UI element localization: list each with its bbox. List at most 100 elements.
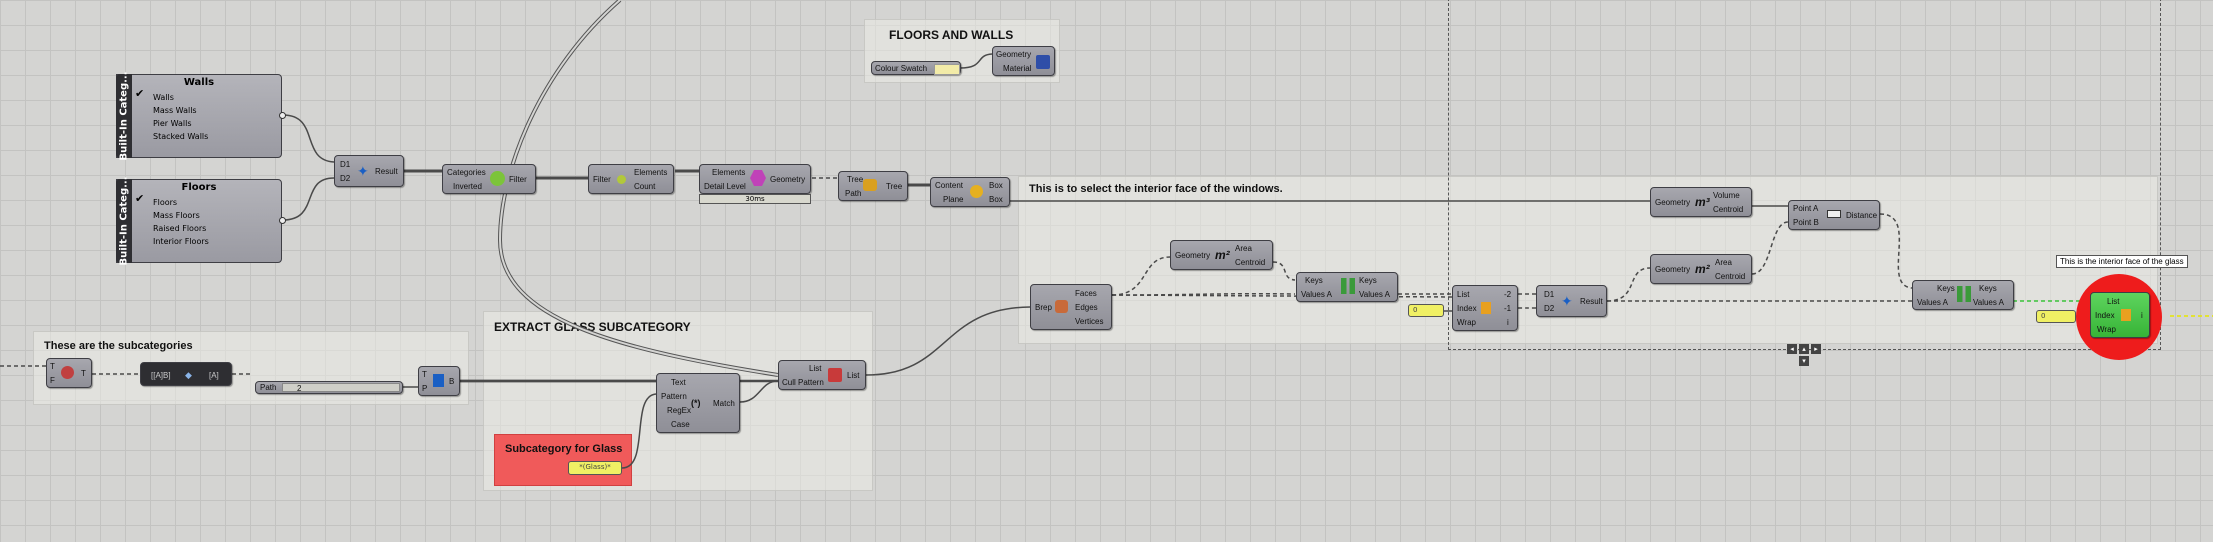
input-label: D1 (340, 160, 351, 169)
area-component[interactable]: Geometry m² Area Centroid (1650, 254, 1752, 284)
nav-right-button[interactable]: ▸ (1811, 344, 1821, 354)
input-label: Detail Level (704, 182, 746, 191)
list-item[interactable]: Walls (153, 93, 174, 102)
output-label: Centroid (1235, 258, 1266, 267)
tree-component[interactable]: Tree Path Tree (838, 171, 908, 201)
category-filter-component[interactable]: Categories Inverted Filter (442, 164, 536, 194)
area-icon: m² (1695, 262, 1710, 276)
output-label: Result (375, 167, 398, 176)
text-panel[interactable]: *(Glass)* (568, 461, 622, 475)
list-item[interactable]: Interior Floors (153, 237, 209, 246)
area-component[interactable]: Geometry m² Area Centroid (1170, 240, 1273, 270)
element-collector-component[interactable]: Filter Elements Count (588, 164, 674, 194)
tooltip: This is the interior face of the glass (2056, 255, 2188, 268)
value-label: [A] (209, 371, 219, 380)
output-label: Volume (1713, 191, 1740, 200)
input-label: Wrap (2097, 325, 2116, 334)
input-label: Pattern (661, 392, 687, 401)
deconstruct-brep-component[interactable]: Brep Faces Edges Vertices (1030, 284, 1112, 330)
input-label: Path (845, 189, 862, 198)
value-list-component[interactable]: [[A]B] ◆ [A] (140, 362, 232, 386)
merge-component[interactable]: D1 D2 ✦ Result (334, 155, 404, 187)
check-icon: ✔ (135, 87, 145, 100)
output-label: Geometry (770, 175, 806, 184)
input-label: Case (671, 420, 690, 429)
number-panel[interactable]: 0 (1408, 304, 1444, 317)
input-label: Index (1457, 304, 1477, 313)
input-label: Point A (1793, 204, 1819, 213)
number-panel[interactable]: 0 (2036, 310, 2076, 323)
list-item[interactable]: Mass Walls (153, 106, 197, 115)
walls-value-list[interactable]: Walls ✔ Walls Mass Walls Pier Walls Stac… (116, 74, 282, 158)
nav-widget[interactable]: ◂ ▴ ▸ ▾ (1787, 344, 1823, 366)
input-label: Values A (1301, 290, 1332, 299)
distance-component[interactable]: Point A Point B Distance (1788, 200, 1880, 230)
category-tab-label: Built-In Categ... (118, 176, 130, 266)
group-subcategory-glass[interactable]: Subcategory for Glass (494, 434, 632, 486)
group-title: This is to select the interior face of t… (1029, 183, 1283, 195)
path-value-field[interactable]: 2 (282, 383, 400, 393)
wire (1272, 261, 1296, 281)
path-parameter[interactable]: Path 2 (255, 381, 403, 394)
preview-icon (1036, 55, 1050, 69)
sort-list-component[interactable]: Keys Values A Keys Values A (1912, 280, 2014, 310)
subcategory-component[interactable]: T F T (46, 358, 92, 388)
input-label: D1 (1544, 290, 1555, 299)
nav-up-button[interactable]: ▴ (1799, 344, 1809, 354)
group-title: EXTRACT GLASS SUBCATEGORY (494, 320, 691, 334)
list-item-component[interactable]: List Index Wrap i (2090, 292, 2150, 338)
volume-component[interactable]: Geometry m³ Volume Centroid (1650, 187, 1752, 217)
value-label: [[A]B] (151, 371, 171, 380)
list-item-component[interactable]: List Index Wrap -2 -1 i (1452, 285, 1518, 331)
output-label: Centroid (1715, 272, 1746, 281)
output-label: Elements (634, 168, 668, 177)
wire (498, 0, 779, 376)
output-port[interactable] (279, 112, 286, 119)
nav-down-button[interactable]: ▾ (1799, 356, 1809, 366)
element-geometry-component[interactable]: Elements Detail Level Geometry (699, 164, 811, 194)
list-item[interactable]: Raised Floors (153, 224, 207, 233)
input-label: List (809, 364, 822, 373)
arrow-icon: ◆ (185, 370, 192, 380)
sort-list-component[interactable]: Keys Values A Keys Values A (1296, 272, 1398, 302)
tree-item-icon (433, 374, 444, 387)
cull-pattern-component[interactable]: List Cull Pattern List (778, 360, 866, 390)
input-label: Keys (1937, 284, 1955, 293)
area-icon: m² (1215, 248, 1230, 262)
swatch-color-icon (934, 64, 960, 75)
input-label: Inverted (453, 182, 482, 191)
text-match-component[interactable]: Text Pattern RegEx Case (*) Match (656, 373, 740, 433)
merge-icon: ✦ (357, 163, 369, 179)
wire (1111, 292, 1296, 296)
input-label: Content (935, 181, 964, 190)
nav-left-button[interactable]: ◂ (1787, 344, 1797, 354)
volume-icon: m³ (1695, 195, 1710, 209)
output-label: i (1507, 318, 1509, 327)
distance-icon (1827, 210, 1841, 218)
list-item[interactable]: Mass Floors (153, 211, 200, 220)
output-port[interactable] (279, 217, 286, 224)
list-item[interactable]: Floors (153, 198, 178, 207)
input-label: Tree (847, 175, 864, 184)
input-label: List (1457, 290, 1470, 299)
tree-item-component[interactable]: T P B (418, 366, 460, 396)
output-label: T (81, 369, 86, 378)
merge-component[interactable]: D1 D2 ✦ Result (1536, 285, 1607, 317)
wire (1879, 213, 1913, 289)
input-label: List (2107, 297, 2120, 306)
input-label: T (50, 362, 55, 371)
output-label: Keys (1359, 276, 1377, 285)
list-item[interactable]: Stacked Walls (153, 132, 209, 141)
input-label: Values A (1917, 298, 1948, 307)
input-label: Wrap (1457, 318, 1476, 327)
input-label: Geometry (1655, 198, 1691, 207)
floors-value-list[interactable]: Floors ✔ Floors Mass Floors Raised Floor… (116, 179, 282, 263)
wire (282, 177, 335, 221)
floors-category-tab[interactable]: Built-In Categ... (116, 176, 132, 266)
colour-swatch[interactable]: Colour Swatch (871, 61, 961, 75)
bounding-box-component[interactable]: Content Plane Box Box (930, 177, 1010, 207)
custom-preview-component[interactable]: Geometry Material (992, 46, 1055, 76)
list-item[interactable]: Pier Walls (153, 119, 192, 128)
